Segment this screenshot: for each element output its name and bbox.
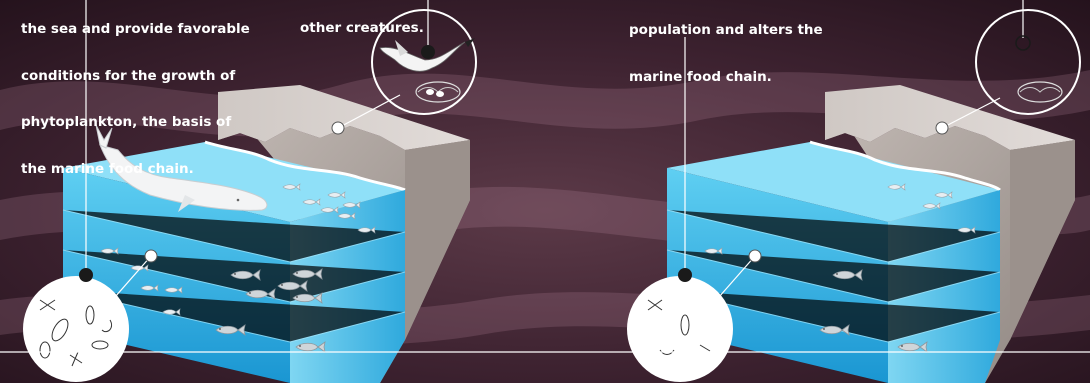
left-caption: the sea and provide favorable conditions… [21,0,250,193]
nest [415,81,461,103]
empty-nest [1017,81,1063,103]
water-surface [667,142,1000,222]
caption-line: the marine food chain. [21,160,194,177]
whale-icon [95,124,268,212]
caption-line: population and alters the [629,22,823,38]
left-scene [23,0,477,383]
krill-icon [627,276,733,382]
cliff-top [218,85,470,150]
middle-caption: other creatures. [300,0,424,52]
cliff-top [825,85,1075,150]
seabird-nest-icon [371,9,477,115]
caption-line: other creatures. [300,20,424,36]
empty-nest-icon [975,9,1081,115]
seabird [379,38,475,72]
phytoplankton-icon [23,276,129,382]
caption-line: conditions for the growth of [21,67,236,84]
caption-line: marine food chain. [629,68,772,85]
caption-line: the sea and provide favorable [21,21,250,37]
caption-line: phytoplankton, the basis of [21,114,232,130]
right-scene [627,0,1081,383]
right-caption: population and alters the marine food ch… [629,0,823,101]
